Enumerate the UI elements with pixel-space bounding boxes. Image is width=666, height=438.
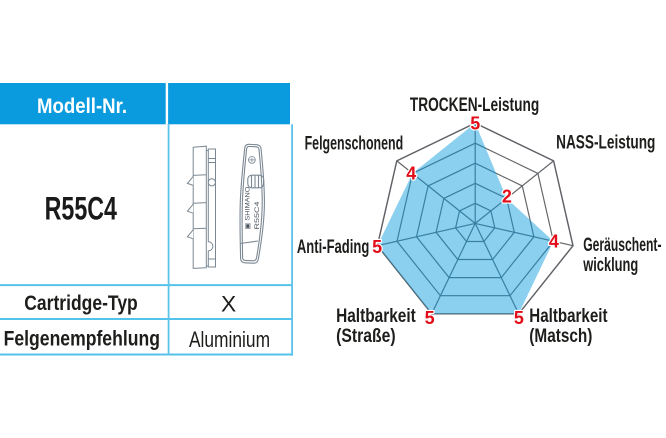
svg-text:Modell-Nr.: Modell-Nr. bbox=[37, 94, 127, 118]
svg-text:wicklung: wicklung bbox=[583, 255, 639, 276]
svg-text:5: 5 bbox=[372, 237, 382, 257]
svg-text:Felgenschonend: Felgenschonend bbox=[305, 134, 404, 155]
svg-text:5: 5 bbox=[470, 113, 480, 133]
svg-text:NASS-Leistung: NASS-Leistung bbox=[556, 133, 655, 154]
svg-text:TROCKEN-Leistung: TROCKEN-Leistung bbox=[410, 95, 539, 116]
svg-text:X: X bbox=[221, 292, 237, 317]
svg-text:5: 5 bbox=[425, 308, 435, 328]
svg-text:(Matsch): (Matsch) bbox=[529, 326, 592, 347]
svg-text:▣ SHIMANO: ▣ SHIMANO bbox=[244, 187, 251, 230]
svg-text:Felgenempfehlung: Felgenempfehlung bbox=[4, 328, 160, 351]
svg-text:4: 4 bbox=[549, 232, 559, 252]
svg-text:5: 5 bbox=[514, 308, 524, 328]
svg-text:Haltbarkeit: Haltbarkeit bbox=[529, 306, 608, 327]
svg-text:Haltbarkeit: Haltbarkeit bbox=[336, 306, 416, 327]
svg-text:(Straße): (Straße) bbox=[336, 326, 396, 347]
svg-text:2: 2 bbox=[502, 187, 512, 207]
svg-text:R55C4: R55C4 bbox=[45, 191, 117, 227]
svg-text:Aluminium: Aluminium bbox=[189, 327, 270, 352]
svg-text:Cartridge-Typ: Cartridge-Typ bbox=[24, 292, 138, 315]
svg-text:Anti-Fading: Anti-Fading bbox=[297, 237, 369, 258]
svg-text:Geräuschent-: Geräuschent- bbox=[583, 235, 661, 256]
svg-text:4: 4 bbox=[406, 163, 416, 183]
svg-text:R55C4: R55C4 bbox=[254, 201, 261, 230]
